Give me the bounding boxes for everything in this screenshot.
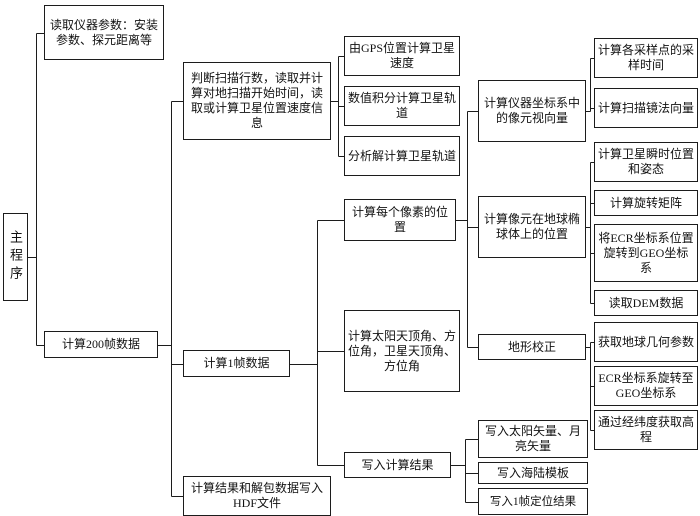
node-numeric-integration-orbit: 数值积分计算卫星轨道: [344, 86, 460, 126]
node-sun-satellite-angles: 计算太阳天顶角、方位角，卫星天顶角、方位角: [344, 310, 460, 392]
node-scan-mirror-normal: 计算扫描镜法向量: [594, 88, 698, 128]
node-terrain-correction: 地形校正: [478, 334, 586, 360]
node-earth-geometry-params: 获取地球几何参数: [594, 322, 698, 362]
node-write-sun-moon-vector: 写入太阳矢量、月亮矢量: [478, 420, 588, 458]
node-ecr-to-geo-rotation: 将ECR坐标系位置旋转到GEO坐标系: [594, 224, 698, 282]
node-write-calc-result: 写入计算结果: [344, 452, 451, 478]
node-rotation-matrix: 计算旋转矩阵: [594, 190, 698, 216]
node-read-dem-data: 读取DEM数据: [594, 290, 698, 316]
node-gps-satellite-speed: 由GPS位置计算卫星速度: [344, 36, 460, 76]
node-analytic-solution-orbit: 分析解计算卫星轨道: [344, 136, 460, 176]
node-write-frame-geolocation: 写入1帧定位结果: [478, 488, 588, 515]
node-sampling-time: 计算各采样点的采样时间: [594, 38, 698, 78]
node-main-program: 主程序: [3, 213, 28, 301]
node-calc-1-frame: 计算1帧数据: [183, 350, 290, 377]
node-ecr-rotate-to-geo: ECR坐标系旋转至GEO坐标系: [594, 366, 698, 406]
node-write-hdf-file: 计算结果和解包数据写入HDF文件: [183, 476, 331, 516]
node-instrument-view-vector: 计算仪器坐标系中的像元视向量: [478, 80, 586, 142]
node-judge-scan-lines: 判断扫描行数，读取并计算对地扫描开始时间，读取或计算卫星位置速度信息: [183, 62, 331, 140]
node-calc-200-frames: 计算200帧数据: [44, 331, 158, 358]
node-write-land-sea-mask: 写入海陆模板: [478, 462, 588, 484]
node-pixel-on-ellipsoid: 计算像元在地球椭球体上的位置: [478, 196, 586, 258]
node-satellite-position-attitude: 计算卫星瞬时位置和姿态: [594, 142, 698, 182]
node-read-instrument-params: 读取仪器参数：安装参数、探元距离等: [44, 5, 164, 60]
node-calc-pixel-position: 计算每个像素的位置: [344, 199, 456, 241]
node-height-from-latlon: 通过经纬度获取高程: [594, 410, 698, 450]
